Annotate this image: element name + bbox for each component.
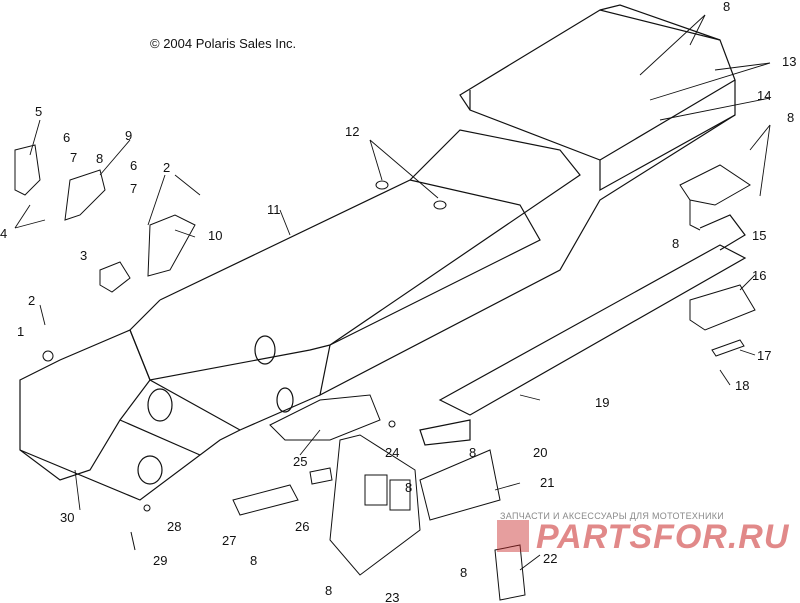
bolt-24 — [388, 420, 396, 428]
callout-14: 14 — [757, 88, 771, 103]
callout-8e: 8 — [469, 445, 476, 460]
plug-12a — [375, 180, 389, 190]
clip-1 — [42, 350, 54, 362]
panel-23-hole-a — [364, 474, 388, 506]
callout-2: 2 — [163, 160, 170, 175]
callout-20: 20 — [533, 445, 547, 460]
cover-16 — [689, 284, 756, 331]
callout-8i: 8 — [325, 583, 332, 598]
callout-11: 11 — [267, 202, 281, 217]
callout-8g: 8 — [250, 553, 257, 568]
bracket-10 — [147, 214, 196, 277]
strip-17 — [711, 339, 745, 357]
callout-8d: 8 — [672, 236, 679, 251]
plate-27 — [232, 484, 299, 516]
leader-lines — [14, 14, 771, 571]
callout-22: 22 — [543, 551, 557, 566]
callout-26: 26 — [295, 519, 309, 534]
callout-6b: 6 — [130, 158, 137, 173]
callout-8: 8 — [723, 0, 730, 14]
watermark-logo-block — [497, 520, 529, 552]
panel-23 — [329, 434, 421, 576]
callout-8b: 8 — [787, 110, 794, 125]
callout-1: 1 — [17, 324, 24, 339]
callout-27: 27 — [222, 533, 236, 548]
callout-7b: 7 — [130, 181, 137, 196]
callout-30: 30 — [60, 510, 74, 525]
callout-21: 21 — [540, 475, 554, 490]
fastener-29 — [130, 531, 136, 551]
pad-26 — [309, 467, 333, 485]
callout-29: 29 — [153, 553, 167, 568]
watermark-brand: PARTSFOR.RU — [536, 518, 790, 556]
callout-10: 10 — [208, 228, 222, 243]
callout-7: 7 — [70, 150, 77, 165]
callout-13: 13 — [782, 54, 796, 69]
callout-8c: 8 — [96, 151, 103, 166]
bracket-15 — [679, 164, 751, 206]
plug-12b — [433, 200, 447, 210]
bracket-22 — [494, 544, 526, 601]
callout-23: 23 — [385, 590, 399, 603]
callout-25: 25 — [293, 454, 307, 469]
bracket-9 — [64, 169, 106, 221]
bracket-5 — [14, 144, 41, 196]
chassis-tunnel — [19, 4, 747, 501]
plate-21 — [419, 449, 501, 521]
callout-8h: 8 — [460, 565, 467, 580]
block-3 — [99, 261, 131, 293]
bolt-28 — [143, 504, 151, 512]
panel-23-hole-b — [389, 479, 411, 511]
callout-6: 6 — [63, 130, 70, 145]
callout-16: 16 — [752, 268, 766, 283]
callout-2b: 2 — [28, 293, 35, 308]
callout-19: 19 — [595, 395, 609, 410]
callout-17: 17 — [757, 348, 771, 363]
bracket-25 — [269, 394, 381, 441]
watermark-tagline: ЗАПЧАСТИ И АКСЕССУАРЫ ДЛЯ МОТОТЕХНИКИ — [500, 511, 725, 521]
small-parts — [14, 144, 756, 601]
callout-12: 12 — [345, 124, 359, 139]
callout-24: 24 — [385, 445, 399, 460]
callout-9: 9 — [125, 128, 132, 143]
callout-15: 15 — [752, 228, 766, 243]
copyright-notice: © 2004 Polaris Sales Inc. — [150, 36, 297, 51]
callout-3: 3 — [80, 248, 87, 263]
callout-18: 18 — [735, 378, 749, 393]
callout-4: 4 — [0, 226, 7, 241]
callout-28: 28 — [167, 519, 181, 534]
callout-5: 5 — [35, 104, 42, 119]
callout-8f: 8 — [405, 480, 412, 495]
